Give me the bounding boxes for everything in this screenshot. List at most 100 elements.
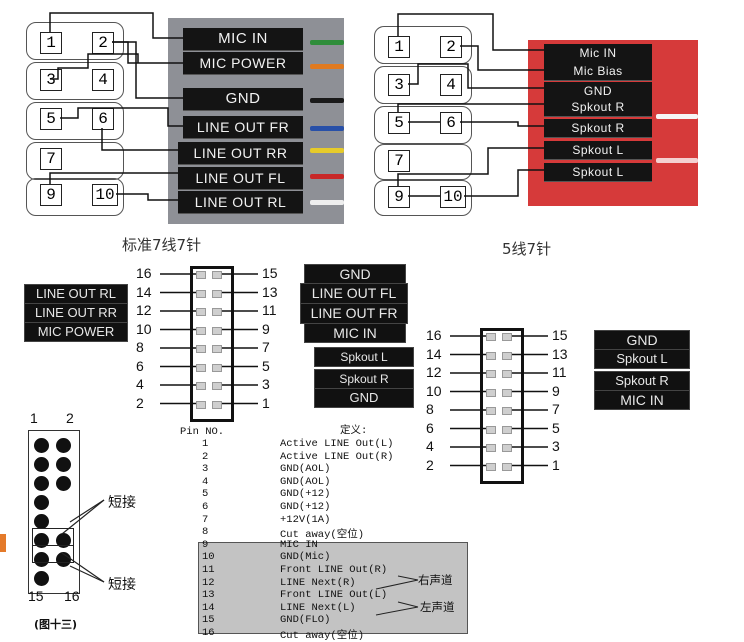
table-row-def: GND(Mic) [280, 551, 331, 564]
pin-number-left: 4 [426, 438, 434, 454]
label-gnd-2: GND [314, 388, 414, 408]
pin-number-right: 15 [552, 327, 568, 343]
table-row-pin: 13 [202, 589, 215, 602]
table-row-def: GND(AOL) [280, 475, 331, 488]
wire-white [310, 200, 344, 205]
table-row-pin: 12 [202, 576, 215, 589]
table-row-pin: 5 [202, 488, 209, 501]
header-hole [502, 407, 512, 415]
plug-spkout-r-1: Spkout R [544, 98, 652, 116]
header-pin-lines [450, 335, 548, 467]
wire-black [310, 98, 344, 103]
wire-green [310, 40, 344, 45]
header-hole [212, 271, 222, 279]
plug-mic-power: MIC POWER [183, 52, 303, 74]
wire-white [656, 114, 698, 119]
table-row-pin: 3 [202, 463, 209, 476]
header-hole [196, 400, 206, 409]
wire-red [656, 158, 698, 163]
header-pin-dot [34, 552, 49, 567]
header-pin-dot [34, 438, 49, 453]
header-hole [196, 271, 206, 279]
header-hole [196, 363, 206, 372]
header-pin-dot [56, 533, 71, 548]
header-pin-dot [56, 476, 71, 491]
header-hole [502, 425, 512, 434]
pin-number-left: 12 [136, 302, 152, 318]
header-hole [196, 326, 206, 335]
plug-line-out-rr: LINE OUT RR [178, 142, 303, 164]
header-hole [212, 326, 222, 335]
figure-caption: (图十三) [34, 618, 78, 631]
label-spkout-r-right: Spkout R [594, 371, 690, 391]
table-row-def: Active LINE Out(L) [280, 438, 394, 450]
table-row-def: MIC IN [280, 538, 318, 551]
plug-spkout-l-1: Spkout L [544, 141, 652, 159]
pin-box-1: 1 [40, 32, 62, 54]
five-wire-connector-photo: Mic IN Mic Bias GND Spkout R Spkout R Sp… [368, 8, 708, 258]
plug-line-out-rl: LINE OUT RL [178, 191, 303, 213]
pin-number-right: 11 [552, 364, 567, 380]
header-pin-dot [34, 571, 49, 586]
pin-row-outline [374, 180, 472, 216]
header-hole [486, 425, 496, 434]
pin-box-10: 10 [440, 186, 466, 208]
plug-spkout-l-2: Spkout L [544, 163, 652, 181]
table-row-pin: 15 [202, 614, 215, 627]
short-box-2 [32, 545, 74, 563]
pin-box-5: 5 [40, 108, 62, 130]
table-row-pin: 2 [202, 450, 209, 463]
header-pin-dot [34, 514, 49, 529]
table-row-pin: 8 [202, 526, 209, 539]
pin-number-left: 16 [136, 265, 152, 281]
header-hole [196, 345, 206, 353]
header-hole [212, 289, 222, 298]
top-num-2: 2 [66, 410, 74, 426]
pin-number-left: 6 [136, 357, 144, 374]
wire-yellow [310, 148, 344, 153]
label-spkout-r: Spkout R [314, 369, 414, 389]
pin-number-right: 7 [552, 401, 560, 417]
header-hole [212, 363, 222, 372]
pin-number-right: 15 [262, 265, 278, 281]
pin-number-right: 1 [552, 456, 560, 473]
wire-red [310, 174, 344, 179]
pin-number-left: 2 [136, 394, 144, 411]
table-row-def: GND(+12) [280, 488, 331, 501]
header-hole [502, 388, 512, 397]
pin-number-left: 8 [136, 339, 144, 355]
table-row-pin: 9 [202, 538, 209, 551]
wire-blue [310, 126, 344, 131]
plug-mic-bias: Mic Bias [544, 62, 652, 80]
plug-line-out-fl: LINE OUT FL [178, 167, 303, 189]
pin-row-outline [26, 142, 124, 180]
pin-number-left: 12 [426, 364, 442, 380]
label-line-out-rr: LINE OUT RR [24, 303, 128, 323]
table-row-pin: 16 [202, 627, 215, 639]
table-row-def: GND(+12) [280, 501, 331, 513]
pin-number-left: 4 [136, 376, 144, 392]
label-line-out-rl: LINE OUT RL [24, 284, 128, 304]
pin-row-outline [374, 106, 472, 144]
short-pointer-lines [61, 499, 105, 583]
header-hole [502, 370, 512, 378]
pin-box-6: 6 [440, 112, 462, 134]
header-pin-dot [56, 552, 71, 567]
pin-number-left: 10 [426, 382, 442, 399]
pin-number-right: 11 [262, 302, 277, 318]
pin-number-left: 14 [136, 283, 152, 300]
table-row-def: LINE Next(R) [280, 576, 356, 589]
pin-number-right: 13 [552, 345, 568, 362]
standard-caption: 标准7线7针 [122, 236, 202, 254]
label-line-out-fr: LINE OUT FR [300, 303, 408, 324]
label-mic-in-right: MIC IN [594, 390, 690, 410]
label-spkout-l: Spkout L [314, 347, 414, 367]
pin-number-right: 13 [262, 283, 278, 300]
pin-number-right: 9 [552, 382, 560, 399]
top-num-1: 1 [30, 410, 38, 426]
pin-box-7: 7 [40, 148, 62, 170]
plug-line-out-fr: LINE OUT FR [183, 116, 303, 138]
